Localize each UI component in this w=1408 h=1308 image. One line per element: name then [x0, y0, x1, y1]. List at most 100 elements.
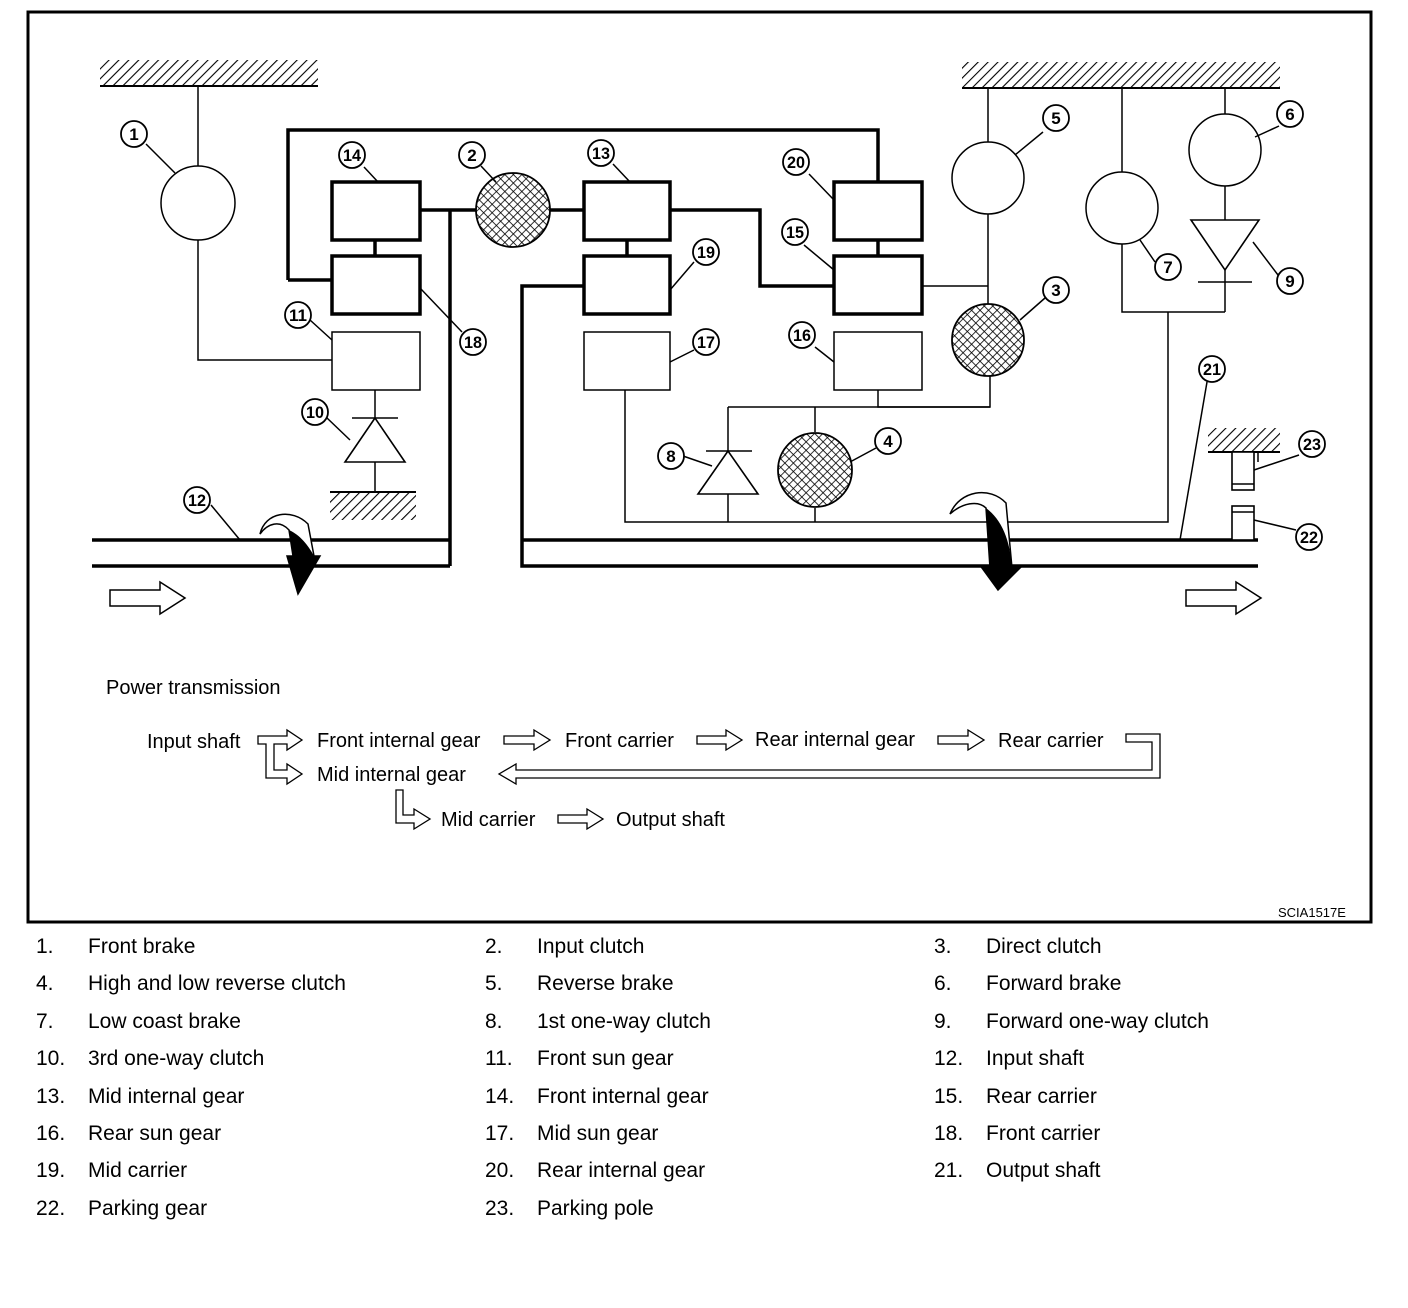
- flow-rear-carrier: Rear carrier: [998, 730, 1104, 752]
- callout-4: 4: [874, 427, 902, 455]
- legend-number: 10.: [36, 1047, 66, 1071]
- callout-16: 16: [788, 321, 816, 349]
- callout-number: 12: [188, 491, 206, 510]
- legend-number: 4.: [36, 972, 54, 996]
- legend-number: 1.: [36, 935, 54, 958]
- brake-circles: [160, 113, 1262, 245]
- legend-name: Forward brake: [986, 972, 1122, 996]
- callout-number: 23: [1303, 435, 1321, 454]
- callout-number: 3: [1051, 281, 1060, 300]
- callout-13: 13: [587, 139, 615, 167]
- mid-carrier-box: [582, 254, 672, 316]
- ground-hatch-parking: [1208, 428, 1280, 453]
- legend-number: 19.: [36, 1159, 66, 1183]
- forward-one-way-clutch-symbol: [1189, 219, 1261, 283]
- legend-name: 3rd one-way clutch: [88, 1047, 265, 1071]
- legend-number: 5.: [485, 972, 503, 996]
- callout-12: 12: [183, 486, 211, 514]
- callout-number: 10: [306, 403, 324, 422]
- legend-name: Output shaft: [986, 1159, 1101, 1183]
- legend-name: Rear carrier: [986, 1084, 1097, 1108]
- legend-name: Front carrier: [986, 1122, 1101, 1145]
- callout-number: 9: [1285, 272, 1294, 291]
- rotation-arrow-input: [259, 513, 322, 596]
- mid-sun-gear-box: [583, 331, 671, 391]
- legend-name: Front sun gear: [537, 1047, 674, 1071]
- legend-number: 6.: [934, 972, 952, 996]
- legend-name: Rear sun gear: [88, 1122, 222, 1145]
- front-brake-circle: [160, 165, 236, 241]
- front-internal-gear-box: [330, 180, 422, 242]
- legend-name: Input clutch: [537, 935, 645, 958]
- callout-15: 15: [781, 218, 809, 246]
- callout-number: 21: [1203, 360, 1221, 379]
- rear-sun-gear-box: [833, 331, 923, 391]
- callout-number: 1: [129, 125, 138, 144]
- flow-arrows: [257, 728, 1161, 831]
- callout-5: 5: [1042, 104, 1070, 132]
- legend-name: Forward one-way clutch: [986, 1009, 1209, 1033]
- flow-heading: Power transmission: [106, 677, 281, 699]
- legend-name: Direct clutch: [986, 935, 1102, 958]
- reverse-brake-circle: [951, 141, 1025, 215]
- legend-number: 2.: [485, 935, 503, 958]
- ground-hatch-left: [100, 60, 318, 87]
- flow-mid-internal-gear: Mid internal gear: [317, 764, 466, 786]
- callout-number: 16: [793, 326, 811, 345]
- third-one-way-clutch-symbol: [343, 416, 407, 463]
- callout-number: 11: [289, 306, 307, 325]
- callout-14: 14: [338, 141, 366, 169]
- input-clutch-circle: [475, 172, 551, 248]
- legend-number: 3.: [934, 935, 952, 958]
- legend-name: Mid carrier: [88, 1159, 188, 1183]
- legend-number: 14.: [485, 1084, 515, 1108]
- callout-number: 14: [343, 146, 362, 165]
- legend-name: Parking pole: [537, 1196, 654, 1220]
- callout-number: 2: [467, 146, 476, 165]
- callout-19: 19: [692, 238, 720, 266]
- legend-name: Low coast brake: [88, 1009, 241, 1033]
- legend-number: 18.: [934, 1122, 964, 1145]
- legend-name: Mid sun gear: [537, 1122, 659, 1145]
- flow-output-shaft: Output shaft: [616, 809, 725, 831]
- callout-23: 23: [1298, 430, 1326, 458]
- callout-17: 17: [692, 328, 720, 356]
- ground-hatch-right: [962, 62, 1280, 89]
- parking-mechanism: [1231, 451, 1255, 541]
- rotation-arrow-output: [949, 491, 1022, 592]
- callout-number: 22: [1300, 528, 1318, 547]
- callout-number: 18: [464, 333, 482, 352]
- low-coast-brake-circle: [1085, 171, 1159, 245]
- legend-number: 9.: [934, 1009, 952, 1033]
- legend-name: Rear internal gear: [537, 1159, 706, 1183]
- input-direction-arrow: [109, 580, 187, 616]
- flow-front-carrier: Front carrier: [565, 730, 674, 752]
- callout-11: 11: [284, 301, 312, 329]
- callout-leaders: [145, 125, 1300, 541]
- legend-number: 11.: [485, 1047, 513, 1071]
- legend-number: 23.: [485, 1196, 515, 1220]
- gear-boxes: [330, 180, 924, 391]
- callout-20: 20: [782, 148, 810, 176]
- callout-8: 8: [657, 442, 685, 470]
- callout-number: 8: [666, 447, 675, 466]
- callout-18: 18: [459, 328, 487, 356]
- legend-number: 13.: [36, 1084, 66, 1108]
- legend-number: 22.: [36, 1196, 66, 1220]
- callout-number: 20: [787, 153, 805, 172]
- rear-carrier-box: [832, 254, 924, 316]
- callout-number: 15: [786, 223, 804, 242]
- legend-number: 15.: [934, 1084, 964, 1108]
- legend-number: 7.: [36, 1009, 54, 1033]
- callout-number: 5: [1051, 109, 1060, 128]
- callout-number: 6: [1285, 105, 1294, 124]
- callout-9: 9: [1276, 267, 1304, 295]
- legend-number: 12.: [934, 1047, 964, 1071]
- callout-10: 10: [301, 398, 329, 426]
- legend-name: High and low reverse clutch: [88, 972, 346, 996]
- legend-number: 16.: [36, 1122, 66, 1145]
- legend-name: Mid internal gear: [88, 1084, 245, 1108]
